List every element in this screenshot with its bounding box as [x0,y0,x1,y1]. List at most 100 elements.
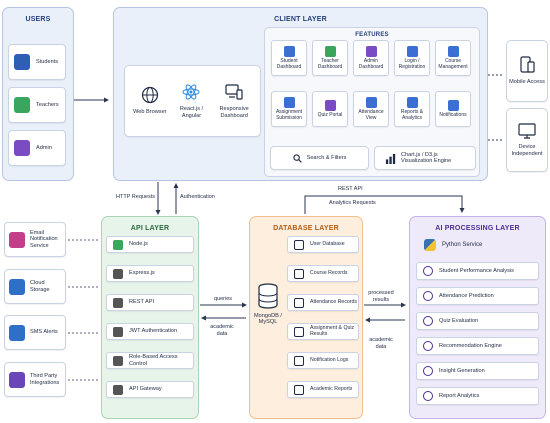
ai-report-analytics[interactable]: Report Analytics [416,387,539,405]
feature-student-dashboard[interactable]: Student Dashboard [271,40,307,76]
react-icon [182,84,200,100]
cloud-icon [9,278,25,295]
python-service[interactable]: Python Service [418,236,538,254]
quiz-icon [324,99,336,111]
calendar-icon [294,297,304,308]
api-node-js[interactable]: Node.js [106,236,194,253]
service-sms-alerts[interactable]: SMS Alerts [4,315,66,350]
visualization-engine[interactable]: Chart.js / D3.js Visualization Engine [374,146,476,170]
bell-icon [447,99,459,111]
edge-processed-results: processed results [368,290,394,303]
eye-icon [423,366,433,376]
admin-icon [14,140,30,156]
service-email-notification[interactable]: Email Notification Service [4,222,66,257]
devices-icon [225,84,243,100]
edge-academic-data-ai: academic data [369,337,393,350]
api-api-gateway[interactable]: API Gateway [106,381,194,398]
service-cloud-storage[interactable]: Cloud Storage [4,269,66,304]
bell-icon [294,355,304,366]
python-icon [424,239,436,251]
users-title: USERS [25,16,51,23]
feature-assignment-submission[interactable]: Assignment Submission [271,91,307,127]
student-icon [14,54,30,70]
ai-attendance-prediction[interactable]: Attendance Prediction [416,287,539,305]
db-academic-reports[interactable]: Academic Reports [287,381,359,398]
database-engine: MongoDB / MySQL [253,283,283,326]
tech-web-browser: Web Browser [131,86,169,115]
users-icon [113,355,123,366]
mail-icon [9,231,25,248]
api-jwt-authentication[interactable]: JWT Authentication [106,323,194,340]
user-admin[interactable]: Admin [8,130,66,166]
feature-course-management[interactable]: Course Management [435,40,471,76]
edge-academic-data-api: academic data [210,324,234,337]
feature-attendance-view[interactable]: Attendance View [353,91,389,127]
device-independent[interactable]: Device Independent [506,108,548,172]
ai-insight-generation[interactable]: Insight Generation [416,362,539,380]
edge-analytics-requests: Analytics Requests [329,200,376,206]
mortarboard-icon [447,45,459,57]
device-mobile-access[interactable]: Mobile Access [506,40,548,102]
api-role-based-access-control[interactable]: Role-Based Access Control [106,352,194,369]
bulb-icon [423,341,433,351]
ai-quiz-evaluation[interactable]: Quiz Evaluation [416,312,539,330]
edge-http-requests: HTTP Requests [116,194,156,200]
teacher-icon [324,45,336,57]
edge-rest-api: REST API [338,186,363,192]
service-third-party[interactable]: Third Party Integrations [4,362,66,397]
shield-icon [113,326,123,337]
sms-icon [9,324,25,341]
feature-admin-dashboard[interactable]: Admin Dashboard [353,40,389,76]
feature-teacher-dashboard[interactable]: Teacher Dashboard [312,40,348,76]
student-icon [283,45,295,57]
question-icon [423,316,433,326]
bar-chart-icon [385,153,396,164]
report-icon [406,96,418,108]
api-express-js[interactable]: Express.js [106,265,194,282]
search-icon [292,153,302,163]
bar-chart-icon [423,391,433,401]
db-assignment-quiz-results[interactable]: Assignment & Quiz Results [287,323,359,340]
key-icon [406,45,418,57]
users-icon [294,239,304,250]
user-teachers[interactable]: Teachers [8,87,66,123]
calendar-icon [423,291,433,301]
nodejs-icon [113,239,123,250]
calendar-icon [365,96,377,108]
db-user-database[interactable]: User Database [287,236,359,253]
database-icon [258,283,278,309]
ai-student-performance-analysis[interactable]: Student Performance Analysis [416,262,539,280]
api-layer-title: API LAYER [130,225,170,232]
express-icon [113,268,123,279]
mobile-icon [520,56,535,73]
tech-react-angular: React.js / Angular [172,83,210,119]
clipboard-icon [294,326,304,337]
gear-icon [113,384,123,395]
monitor-icon [518,123,536,139]
feature-reports-analytics[interactable]: Reports & Analytics [394,91,430,127]
puzzle-icon [9,371,25,388]
trend-icon [423,266,433,276]
edge-queries: queries [214,296,233,302]
edge-authentication: Authentication [180,194,215,200]
db-notification-logs[interactable]: Notification Logs [287,352,359,369]
database-layer-title: DATABASE LAYER [273,225,339,232]
teacher-icon [14,97,30,113]
ai-recommendation-engine[interactable]: Recommendation Engine [416,337,539,355]
feature-notifications[interactable]: Notifications [435,91,471,127]
book-icon [294,268,304,279]
report-icon [294,384,304,395]
db-course-records[interactable]: Course Records [287,265,359,282]
globe-icon [141,87,158,104]
feature-login-registration[interactable]: Login / Registration [394,40,430,76]
search-filters-button[interactable]: Search & Filters [270,146,369,170]
user-students[interactable]: Students [8,44,66,80]
db-attendance-records[interactable]: Attendance Records [287,294,359,311]
cloud-icon [113,297,123,308]
tech-responsive-dashboard: Responsive Dashboard [214,83,254,119]
features-title: FEATURES [355,32,389,38]
admin-icon [365,45,377,57]
api-rest-api[interactable]: REST API [106,294,194,311]
feature-quiz-portal[interactable]: Quiz Portal [312,91,348,127]
